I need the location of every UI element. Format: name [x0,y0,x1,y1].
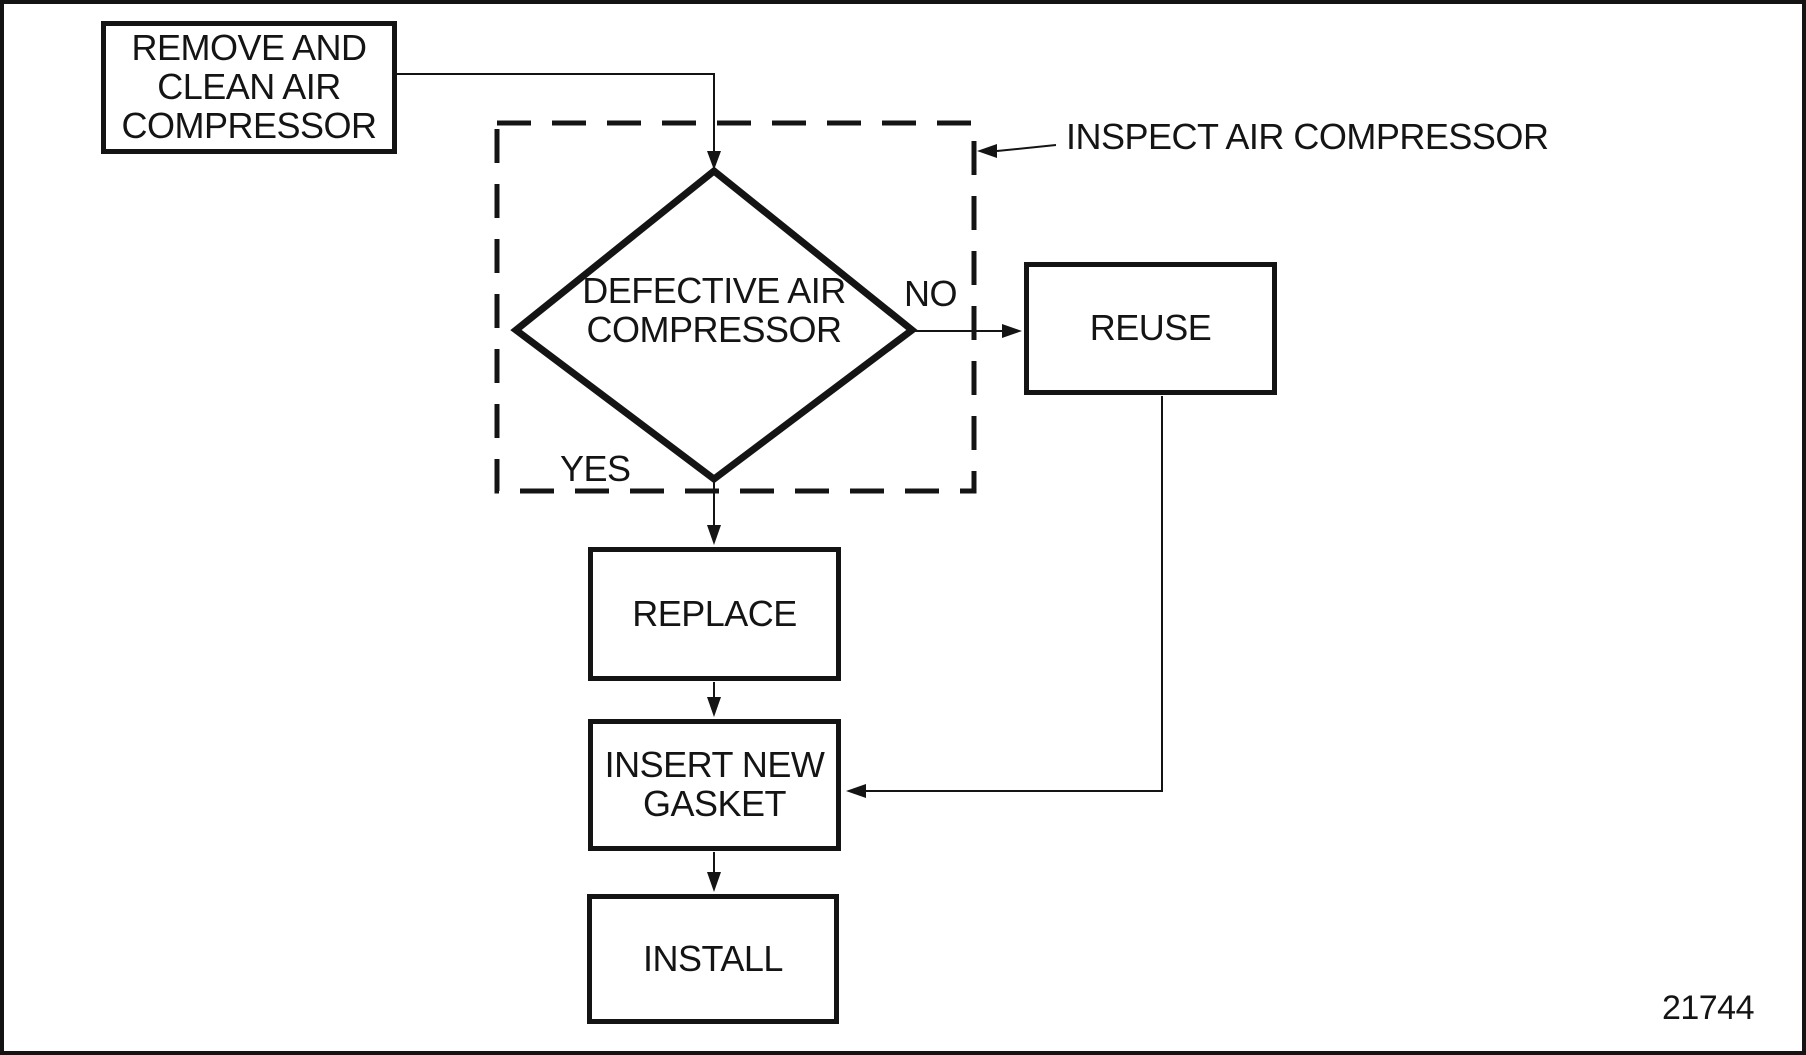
install-node: INSTALL [587,894,839,1024]
arrowhead-into-install [707,872,721,892]
arrowhead-into-gasket-right [846,784,866,798]
decision-diamond [510,166,918,484]
flow-connectors-layer [397,73,1163,892]
arrowhead-into-decision [707,151,721,170]
reuse-label: REUSE [1089,307,1212,349]
decision-label: DEFECTIVE AIR COMPRESSOR [582,270,846,350]
arrowhead-into-gasket-top [707,697,721,717]
install-label: INSTALL [643,937,783,979]
replace-label: REPLACE [632,592,797,634]
no-branch-label: NO [904,273,958,314]
reuse-node: REUSE [1024,262,1277,395]
insert-new-gasket-node: INSERT NEW GASKET [588,719,841,851]
edge-reuse-to-gasket [866,396,1163,792]
insert-new-gasket-label: INSERT NEW GASKET [604,744,825,824]
remove-clean-label: REMOVE AND CLEAN AIR COMPRESSOR [121,27,377,146]
inspect-annotation-label: INSPECT AIR COMPRESSOR [1066,116,1549,157]
arrowhead-annotation [977,144,997,158]
edge-remove-to-decision [397,73,715,168]
arrowhead-into-replace [707,525,721,545]
arrowhead-into-reuse [1002,324,1022,338]
remove-clean-node: REMOVE AND CLEAN AIR COMPRESSOR [101,21,397,154]
inspection-dashed-region [494,120,977,494]
replace-node: REPLACE [588,547,841,681]
figure-number: 21744 [1661,989,1755,1027]
yes-branch-label: YES [560,448,631,489]
annotation-leader-line [996,144,1057,152]
